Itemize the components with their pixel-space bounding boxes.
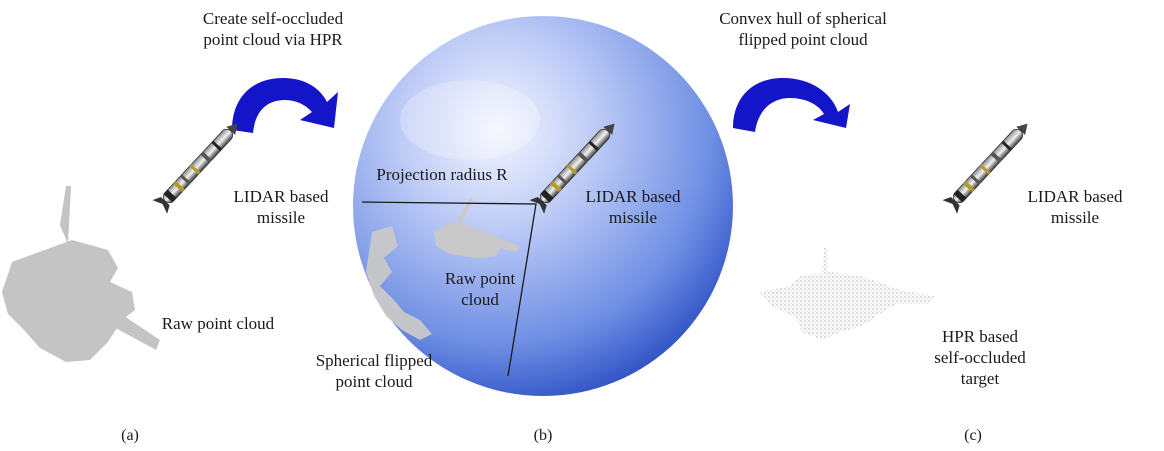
missile-label-line1: LIDAR based <box>233 187 329 206</box>
curved-arrow-icon <box>232 78 338 133</box>
projection-radius-line <box>361 201 537 377</box>
panel-a-missile-label: LIDAR based missile <box>226 186 336 228</box>
panel-c-title: Convex hull of spherical flipped point c… <box>688 8 918 50</box>
panel-c-missile-label: LIDAR based missile <box>1020 186 1130 228</box>
hpr-target-label: HPR based self-occluded target <box>915 326 1045 389</box>
panel-a <box>2 78 338 362</box>
target-label-line2: self-occluded <box>934 348 1026 367</box>
curved-arrow-icon <box>733 78 850 132</box>
caption-a: (a) <box>121 427 139 444</box>
missile-label-line2: missile <box>608 208 658 227</box>
raw-point-cloud-label-a: Raw point cloud <box>161 314 275 333</box>
raw-point-cloud-shape <box>434 222 520 258</box>
panel-b <box>353 16 733 396</box>
missile-label-line2: missile <box>1050 208 1100 227</box>
flipped-label-line2: point cloud <box>335 372 413 391</box>
panel-a-title: Create self-occluded point cloud via HPR <box>178 8 368 50</box>
self-occluded-target-shape <box>760 248 934 340</box>
raw-point-cloud-label-b: Raw point cloud <box>435 268 525 310</box>
panel-c-title-line1: Convex hull of spherical <box>719 9 887 28</box>
target-label-line1: HPR based <box>941 327 1019 346</box>
target-label-line3: target <box>960 369 1000 388</box>
panel-a-title-line2: point cloud via HPR <box>203 30 343 49</box>
spherical-flipped-label: Spherical flipped point cloud <box>290 350 458 392</box>
raw-label-line2: cloud <box>461 290 499 309</box>
panel-c-title-line2: flipped point cloud <box>738 30 868 49</box>
panel-c <box>733 78 1036 340</box>
raw-label-line1: Raw point <box>444 269 516 288</box>
flipped-label-line1: Spherical flipped <box>315 351 433 370</box>
missile-label-line1: LIDAR based <box>1027 187 1123 206</box>
caption-b: (b) <box>533 427 553 444</box>
tank-silhouette-icon <box>2 186 160 362</box>
panel-b-missile-label: LIDAR based missile <box>578 186 688 228</box>
missile-label-line2: missile <box>256 208 306 227</box>
caption-c: (c) <box>964 427 982 444</box>
projection-radius-label: Projection radius R <box>376 165 508 184</box>
panel-a-title-line1: Create self-occluded <box>202 9 344 28</box>
missile-label-line1: LIDAR based <box>585 187 681 206</box>
flipped-point-cloud-shape <box>366 226 432 340</box>
